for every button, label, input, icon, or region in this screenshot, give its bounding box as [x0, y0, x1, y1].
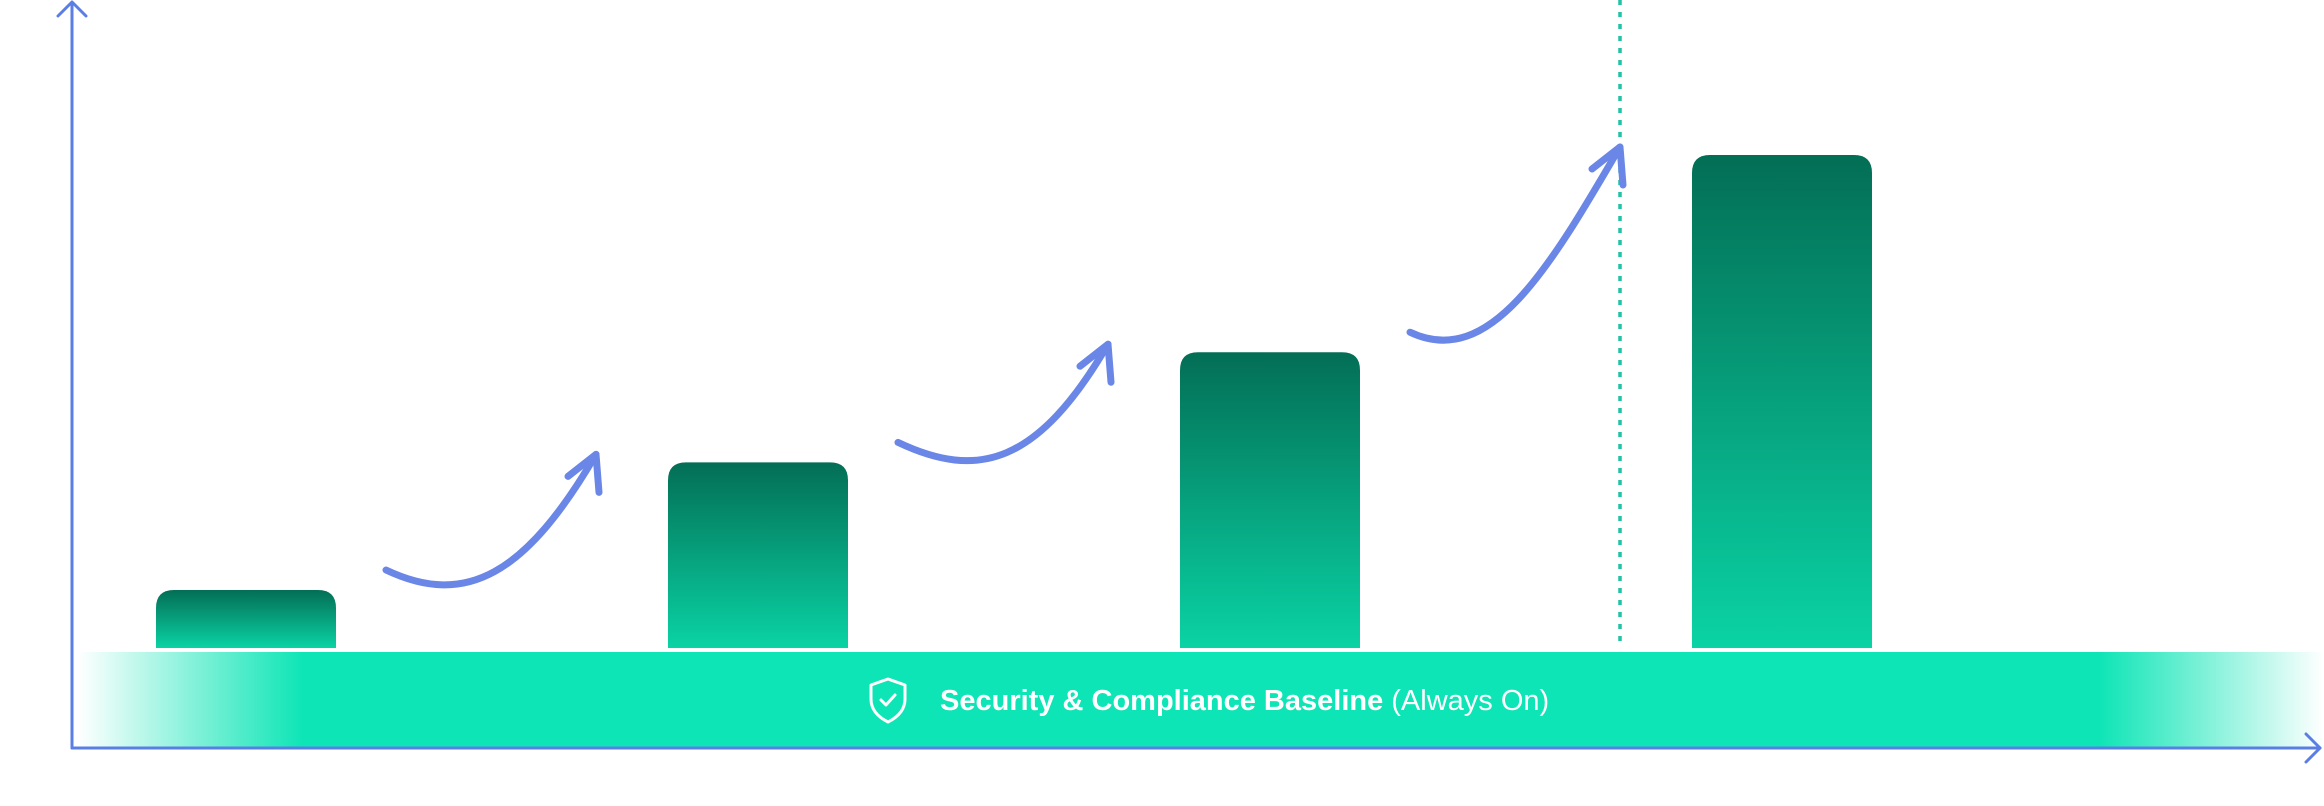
baseline-title: Security & Compliance Baseline — [940, 685, 1383, 717]
growth-arrow-1 — [382, 450, 603, 589]
growth-arrow-2 — [894, 340, 1115, 464]
shield-check-icon — [869, 677, 907, 724]
bar-1 — [156, 590, 336, 648]
x-axis-arrowhead — [2304, 732, 2322, 764]
baseline-suffix: (Always On) — [1383, 685, 1549, 717]
bar-2 — [668, 462, 848, 648]
axes — [56, 0, 2322, 764]
bar-4 — [1692, 155, 1872, 648]
growth-arrow-3 — [1406, 143, 1627, 344]
y-axis-arrowhead — [56, 0, 88, 18]
baseline-band: Security & Compliance Baseline (Always O… — [78, 652, 2324, 748]
bar-3 — [1180, 352, 1360, 648]
svg-text:Security & Compliance Baseline: Security & Compliance Baseline (Always O… — [940, 685, 1549, 717]
